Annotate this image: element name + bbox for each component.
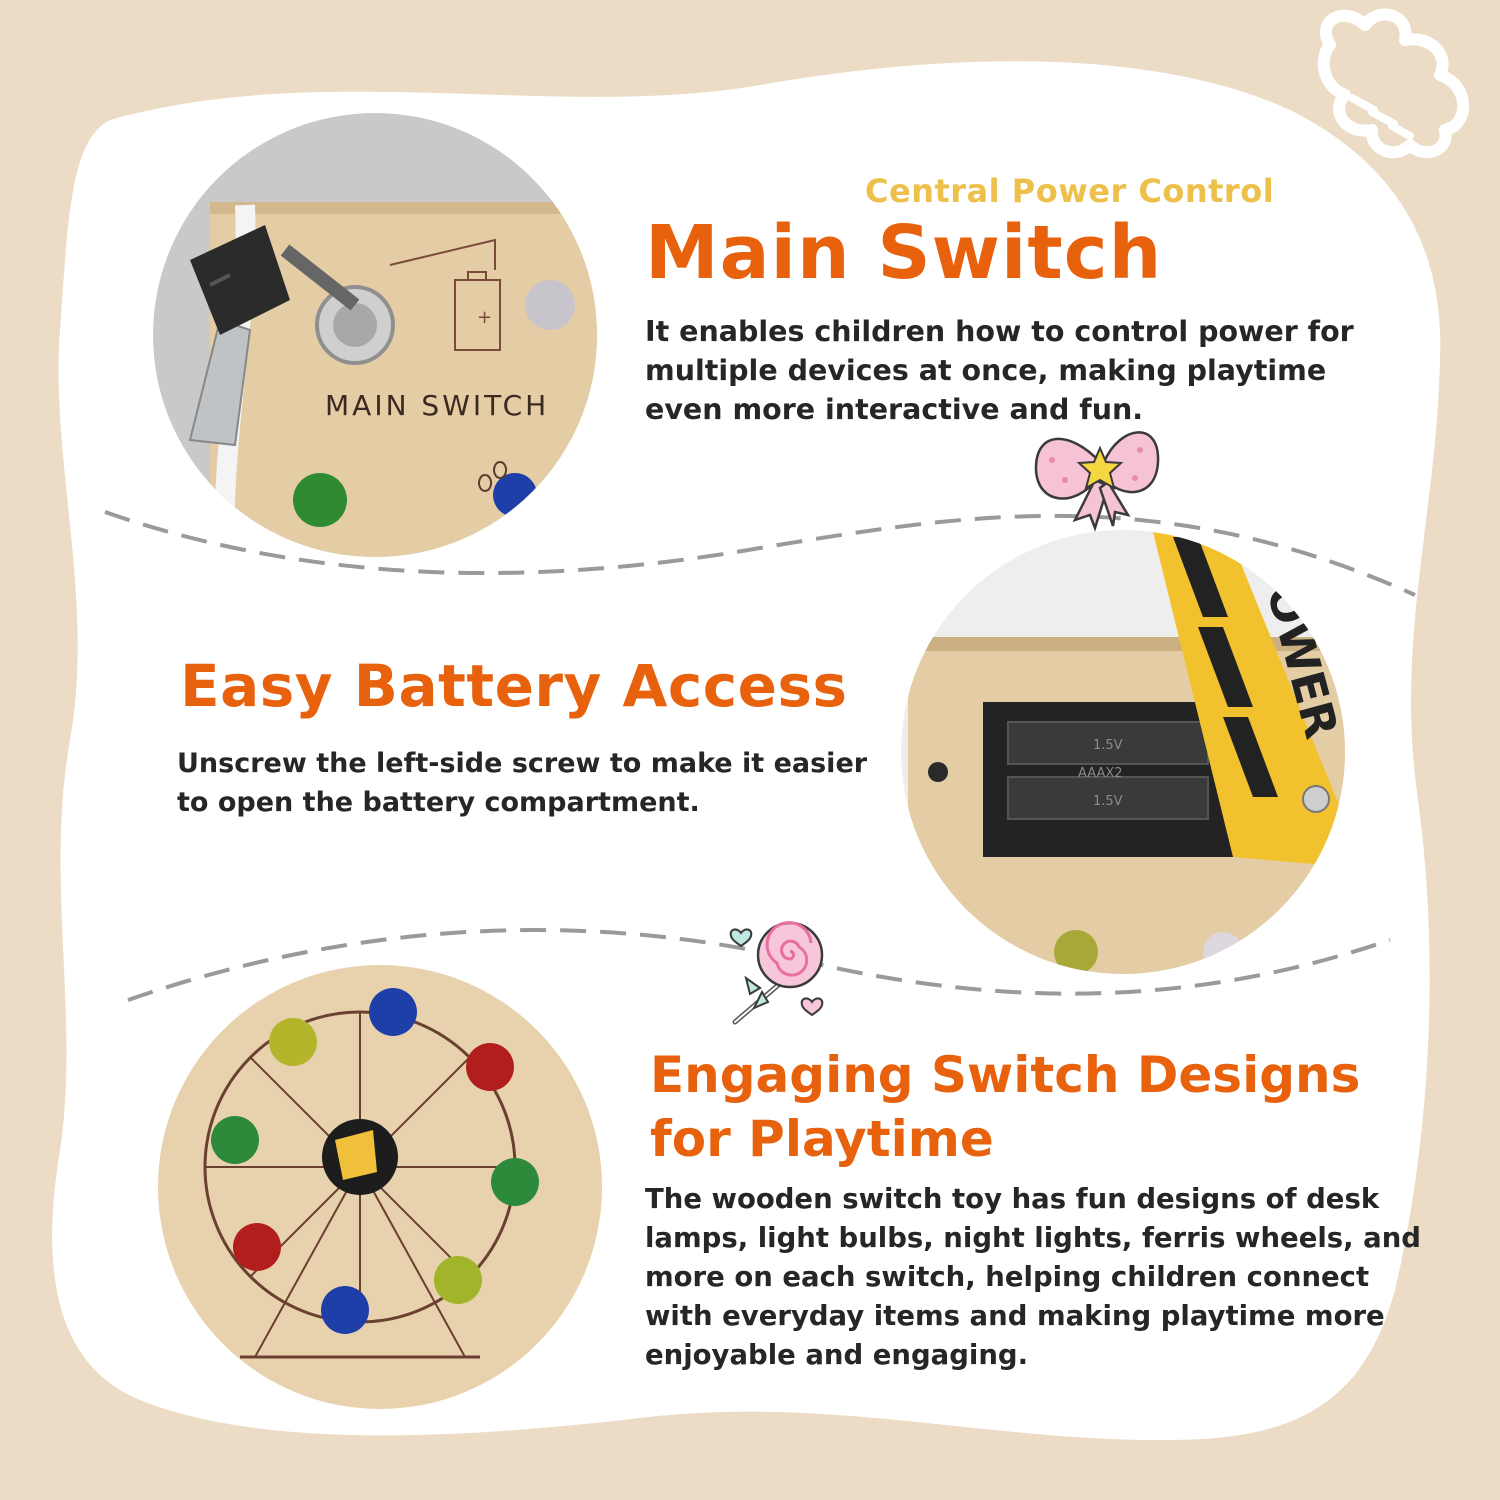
battery-description: Unscrew the left-side screw to make it e… xyxy=(177,748,868,818)
ferris-wheel-photo xyxy=(158,965,602,1409)
engaging-title: Engaging Switch Designs for Playtime xyxy=(650,1046,1361,1168)
main-switch-kicker: Central Power Control xyxy=(865,172,1275,210)
main-switch-title: Main Switch xyxy=(645,210,1163,296)
svg-text:+: + xyxy=(477,307,492,328)
main-switch-description: It enables children how to control power… xyxy=(645,315,1354,426)
svg-text:AAAX2: AAAX2 xyxy=(1078,766,1123,781)
engaging-description: The wooden switch toy has fun designs of… xyxy=(645,1183,1421,1371)
svg-text:1.5V: 1.5V xyxy=(1093,738,1123,753)
battery-photo: 1.5V AAAX2 1.5V POWER xyxy=(901,530,1345,974)
svg-text:1.5V: 1.5V xyxy=(1093,794,1123,809)
bow-icon xyxy=(1034,431,1160,532)
main-switch-photo-label: MAIN SWITCH xyxy=(325,389,549,422)
cloud-icon xyxy=(1317,8,1470,159)
heart-icon xyxy=(800,997,824,1017)
star-icon xyxy=(1076,445,1124,491)
main-switch-photo: + MAIN SWITCH xyxy=(153,113,597,557)
divider-line-1 xyxy=(104,510,1416,597)
lollipop-icon xyxy=(732,921,824,1025)
battery-title: Easy Battery Access xyxy=(180,652,848,720)
heart-icon xyxy=(729,928,753,948)
